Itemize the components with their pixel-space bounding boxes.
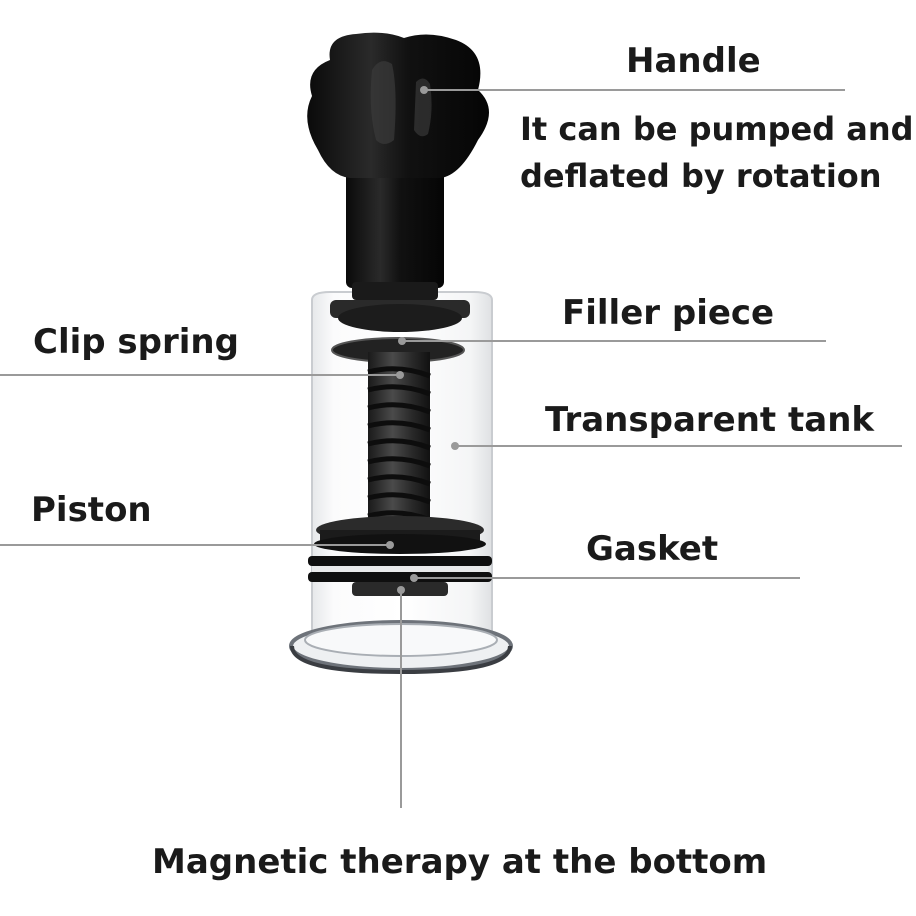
label-clip-spring: Clip spring: [33, 322, 239, 362]
label-filler-piece: Filler piece: [562, 293, 775, 333]
filler-piece-shape: [330, 300, 470, 363]
label-gasket: Gasket: [586, 529, 719, 569]
label-handle-description-line2: deflated by rotation: [520, 157, 882, 195]
label-magnetic-therapy-bottom: Magnetic therapy at the bottom: [152, 842, 768, 882]
label-transparent-tank: Transparent tank: [545, 400, 875, 440]
piston-shape: [314, 516, 486, 554]
label-piston: Piston: [31, 490, 152, 530]
clip-spring-shape: [367, 352, 431, 532]
label-handle: Handle: [626, 41, 761, 81]
handle-shape: [307, 32, 489, 300]
leader-dots: [386, 86, 459, 594]
label-handle-description-line1: It can be pumped and: [520, 110, 914, 148]
leader-lines: [0, 89, 902, 808]
